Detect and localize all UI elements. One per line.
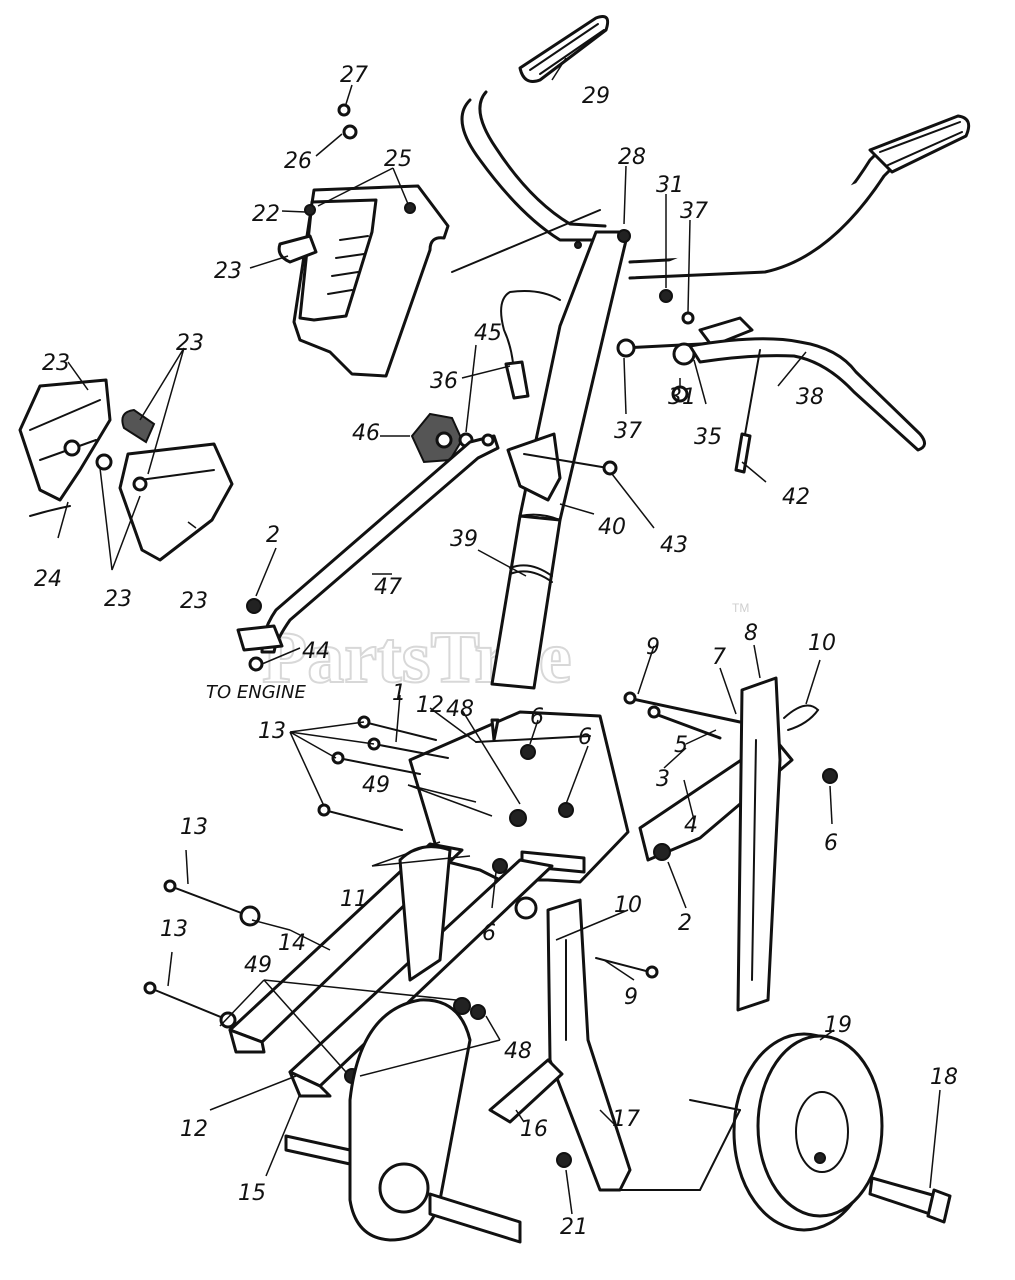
- handlebar: [460, 15, 971, 280]
- callout-47: 47: [374, 575, 402, 600]
- callout-22: 22: [252, 202, 280, 227]
- callout-7: 7: [712, 645, 726, 670]
- watermark-tm: TM: [732, 601, 749, 615]
- callout-10-upper: 10: [808, 631, 836, 656]
- callout-37-top: 37: [680, 199, 708, 224]
- shift-console: [277, 103, 601, 378]
- callout-31-bottom: 31: [668, 385, 696, 410]
- callout-23-console: 23: [214, 259, 242, 284]
- leader-lines: [57, 57, 941, 1215]
- callout-16: 16: [520, 1117, 548, 1142]
- callout-6-bracket-right: 6: [578, 725, 592, 750]
- wheel-bracket: [488, 898, 659, 1192]
- depth-bar: [623, 676, 838, 1012]
- control-bracket: [410, 412, 618, 583]
- callout-31-top: 31: [656, 173, 684, 198]
- callout-19: 19: [824, 1013, 852, 1038]
- callout-35: 35: [694, 425, 722, 450]
- callout-6-bar: 6: [824, 831, 838, 856]
- callout-42: 42: [782, 485, 810, 510]
- callout-6-lower: 6: [482, 921, 496, 946]
- callout-25: 25: [384, 147, 412, 172]
- callouts: 29 27 26 25 22 23 28 31 37 36 46 45 37 3…: [34, 63, 958, 1240]
- callout-49-top: 49: [362, 773, 390, 798]
- callout-15: 15: [238, 1181, 266, 1206]
- callout-13-top: 13: [258, 719, 286, 744]
- callout-2-bar: 2: [678, 911, 692, 936]
- callout-13-low: 13: [160, 917, 188, 942]
- callout-13-mid: 13: [180, 815, 208, 840]
- callout-9-lower: 9: [624, 985, 638, 1010]
- callout-3: 3: [656, 767, 670, 792]
- callout-12-top: 12: [416, 693, 444, 718]
- callout-24: 24: [34, 567, 62, 592]
- throttle-assembly: [500, 289, 926, 474]
- callout-1: 1: [392, 681, 406, 706]
- callout-21: 21: [560, 1215, 588, 1240]
- drive-case: [284, 998, 522, 1244]
- callout-23-left: 23: [42, 351, 70, 376]
- callout-40: 40: [598, 515, 626, 540]
- callout-6-bracket-left: 6: [530, 705, 544, 730]
- callout-45: 45: [474, 321, 502, 346]
- callout-46: 46: [352, 421, 380, 446]
- callout-23-knob: 23: [176, 331, 204, 356]
- wheel: [619, 1032, 952, 1232]
- callout-17: 17: [612, 1107, 640, 1132]
- callout-27: 27: [340, 63, 368, 88]
- callout-37-bottom: 37: [614, 419, 642, 444]
- callout-18: 18: [930, 1065, 958, 1090]
- callout-26: 26: [284, 149, 312, 174]
- callout-23-plate: 23: [180, 589, 208, 614]
- callout-4: 4: [684, 813, 698, 838]
- callout-49-bottom: 49: [244, 953, 272, 978]
- callout-29: 29: [582, 84, 610, 109]
- callout-44: 44: [302, 639, 330, 664]
- callout-48-bottom: 48: [504, 1039, 532, 1064]
- callout-28: 28: [618, 145, 646, 170]
- bolts: [143, 715, 449, 1029]
- frame-rails: [228, 842, 554, 1098]
- callout-38: 38: [796, 385, 824, 410]
- callout-9-upper: 9: [646, 635, 660, 660]
- callout-12-bottom: 12: [180, 1117, 208, 1142]
- callout-11: 11: [340, 887, 368, 912]
- lower-bracket: [408, 710, 630, 884]
- callout-39: 39: [450, 527, 478, 552]
- callout-10-lower: 10: [614, 893, 642, 918]
- callout-48-top: 48: [446, 697, 474, 722]
- callout-8: 8: [744, 621, 758, 646]
- to-engine-caption: TO ENGINE: [206, 682, 306, 703]
- callout-14: 14: [278, 931, 306, 956]
- throttle-rod: [236, 433, 500, 672]
- callout-43: 43: [660, 533, 688, 558]
- callout-5: 5: [674, 733, 688, 758]
- callout-23-lower: 23: [104, 587, 132, 612]
- callout-2-rod: 2: [266, 523, 280, 548]
- callout-36: 36: [430, 369, 458, 394]
